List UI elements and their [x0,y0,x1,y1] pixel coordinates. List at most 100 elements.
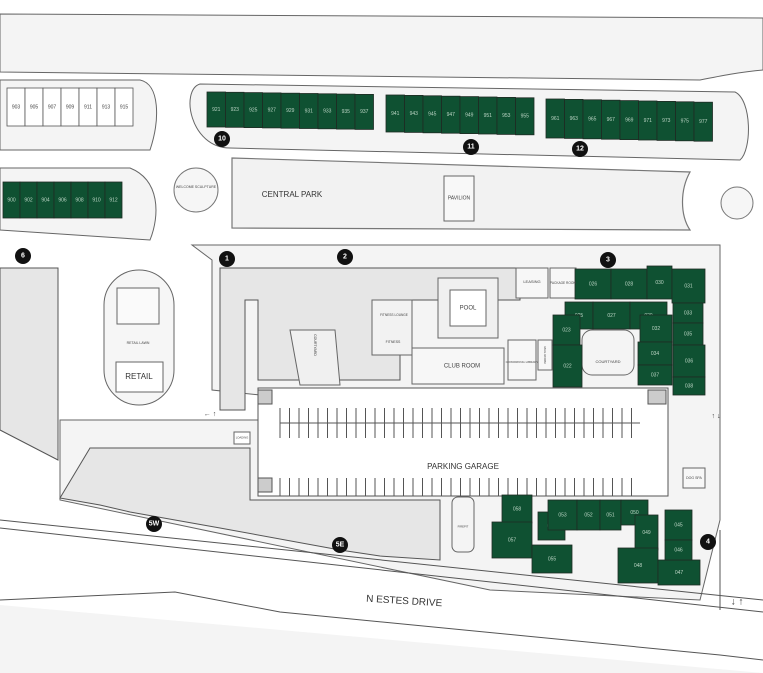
unit-048[interactable]: 048 [617,547,659,584]
unit-947[interactable]: 947 [441,95,461,134]
unit-058[interactable]: 058 [501,494,533,524]
building-marker-4[interactable]: 4 [700,534,716,550]
unit-028[interactable]: 028 [610,268,648,300]
unit-921[interactable]: 921 [206,91,226,128]
building-marker-10[interactable]: 10 [214,131,230,147]
unit-975[interactable]: 975 [675,101,695,142]
unit-906[interactable]: 906 [53,181,72,219]
marker-label: 5E [336,542,345,549]
unit-027[interactable]: 027 [592,301,631,330]
unit-label: 905 [30,104,39,110]
leasing-label: LEASING [523,279,540,284]
garage-stalls [279,408,640,496]
unit-053[interactable]: 053 [547,499,578,531]
marker-label: 2 [343,254,347,261]
firepit-label: FIREPIT [458,525,469,529]
unit-909: 909 [60,87,80,127]
unit-032[interactable]: 032 [639,314,673,343]
building-marker-5e[interactable]: 5E [332,537,348,553]
unit-953[interactable]: 953 [496,97,516,135]
unit-912[interactable]: 912 [104,181,123,219]
unit-977[interactable]: 977 [693,101,713,142]
building-marker-11[interactable]: 11 [463,139,479,155]
unit-904[interactable]: 904 [36,181,55,219]
unit-033[interactable]: 033 [672,302,704,324]
unit-929[interactable]: 929 [280,92,300,129]
unit-label: 909 [66,104,75,110]
unit-903: 903 [6,87,26,127]
unit-910[interactable]: 910 [87,181,106,219]
unit-907: 907 [42,87,62,127]
unit-049[interactable]: 049 [634,514,659,551]
unit-931[interactable]: 931 [299,93,319,129]
unit-026[interactable]: 026 [574,268,612,300]
unit-900[interactable]: 900 [2,181,21,219]
unit-030[interactable]: 030 [646,265,673,300]
welcome-sculpture [173,167,219,213]
building-marker-3[interactable]: 3 [600,252,616,268]
marker-label: 6 [21,253,25,260]
fitness-label: FITNESS [386,340,401,344]
central-park-label: CENTRAL PARK [262,190,323,199]
unit-052[interactable]: 052 [576,499,601,531]
unit-label: 913 [102,104,111,110]
unit-951[interactable]: 951 [478,96,498,135]
courtyard-west [289,329,341,386]
unit-961[interactable]: 961 [545,98,565,139]
pavilion-label: PAVILION [448,195,471,201]
building-marker-5w[interactable]: 5W [146,516,162,532]
dog-spa [682,467,706,489]
unit-941[interactable]: 941 [385,94,405,133]
unit-label: 915 [120,104,129,110]
building-marker-12[interactable]: 12 [572,141,588,157]
unit-908[interactable]: 908 [70,181,89,219]
unit-023[interactable]: 023 [552,314,581,346]
unit-915: 915 [114,87,134,127]
building-marker-6[interactable]: 6 [15,248,31,264]
unit-037[interactable]: 037 [637,364,673,386]
unit-038[interactable]: 038 [672,376,706,396]
unit-034[interactable]: 034 [637,341,673,366]
unit-035[interactable]: 035 [672,322,704,346]
unit-971[interactable]: 971 [638,100,658,141]
unit-label: 903 [12,104,21,110]
unit-902[interactable]: 902 [19,181,38,219]
unit-973[interactable]: 973 [656,101,676,141]
unit-949[interactable]: 949 [459,96,479,134]
unit-047[interactable]: 047 [657,559,701,586]
marker-label: 1 [225,256,229,263]
marker-label: 12 [576,146,584,153]
unit-925[interactable]: 925 [243,92,263,128]
unit-057[interactable]: 057 [491,521,533,559]
road-edge-south [0,591,763,661]
building-marker-1[interactable]: 1 [219,251,235,267]
unit-923[interactable]: 923 [225,91,245,128]
unit-933[interactable]: 933 [317,93,337,130]
unit-967[interactable]: 967 [601,99,621,140]
unit-963[interactable]: 963 [564,99,584,139]
unit-943[interactable]: 943 [404,95,424,133]
building-marker-2[interactable]: 2 [337,249,353,265]
unit-945[interactable]: 945 [422,95,442,134]
unit-969[interactable]: 969 [619,100,639,140]
unit-935[interactable]: 935 [336,93,356,130]
unit-036[interactable]: 036 [672,344,706,378]
parking-garage-label: PARKING GARAGE [427,462,499,471]
unit-051[interactable]: 051 [599,499,622,531]
unit-055[interactable]: 055 [531,544,573,574]
pool-label: POOL [460,306,477,312]
unit-927[interactable]: 927 [262,92,282,129]
unit-046[interactable]: 046 [664,539,693,561]
club-room-label: CLUB ROOM [444,364,480,370]
courtyard-west-label: COURTYARD [313,334,317,356]
pool-area [437,277,499,339]
unit-022[interactable]: 022 [552,344,583,388]
unit-955[interactable]: 955 [515,97,535,136]
unit-045[interactable]: 045 [664,509,693,541]
fitness-lounge-label: FITNESS LOUNGE [380,313,408,317]
unit-965[interactable]: 965 [582,99,602,140]
unit-913: 913 [96,87,116,127]
unit-937[interactable]: 937 [354,94,374,130]
unit-031[interactable]: 031 [671,268,706,304]
